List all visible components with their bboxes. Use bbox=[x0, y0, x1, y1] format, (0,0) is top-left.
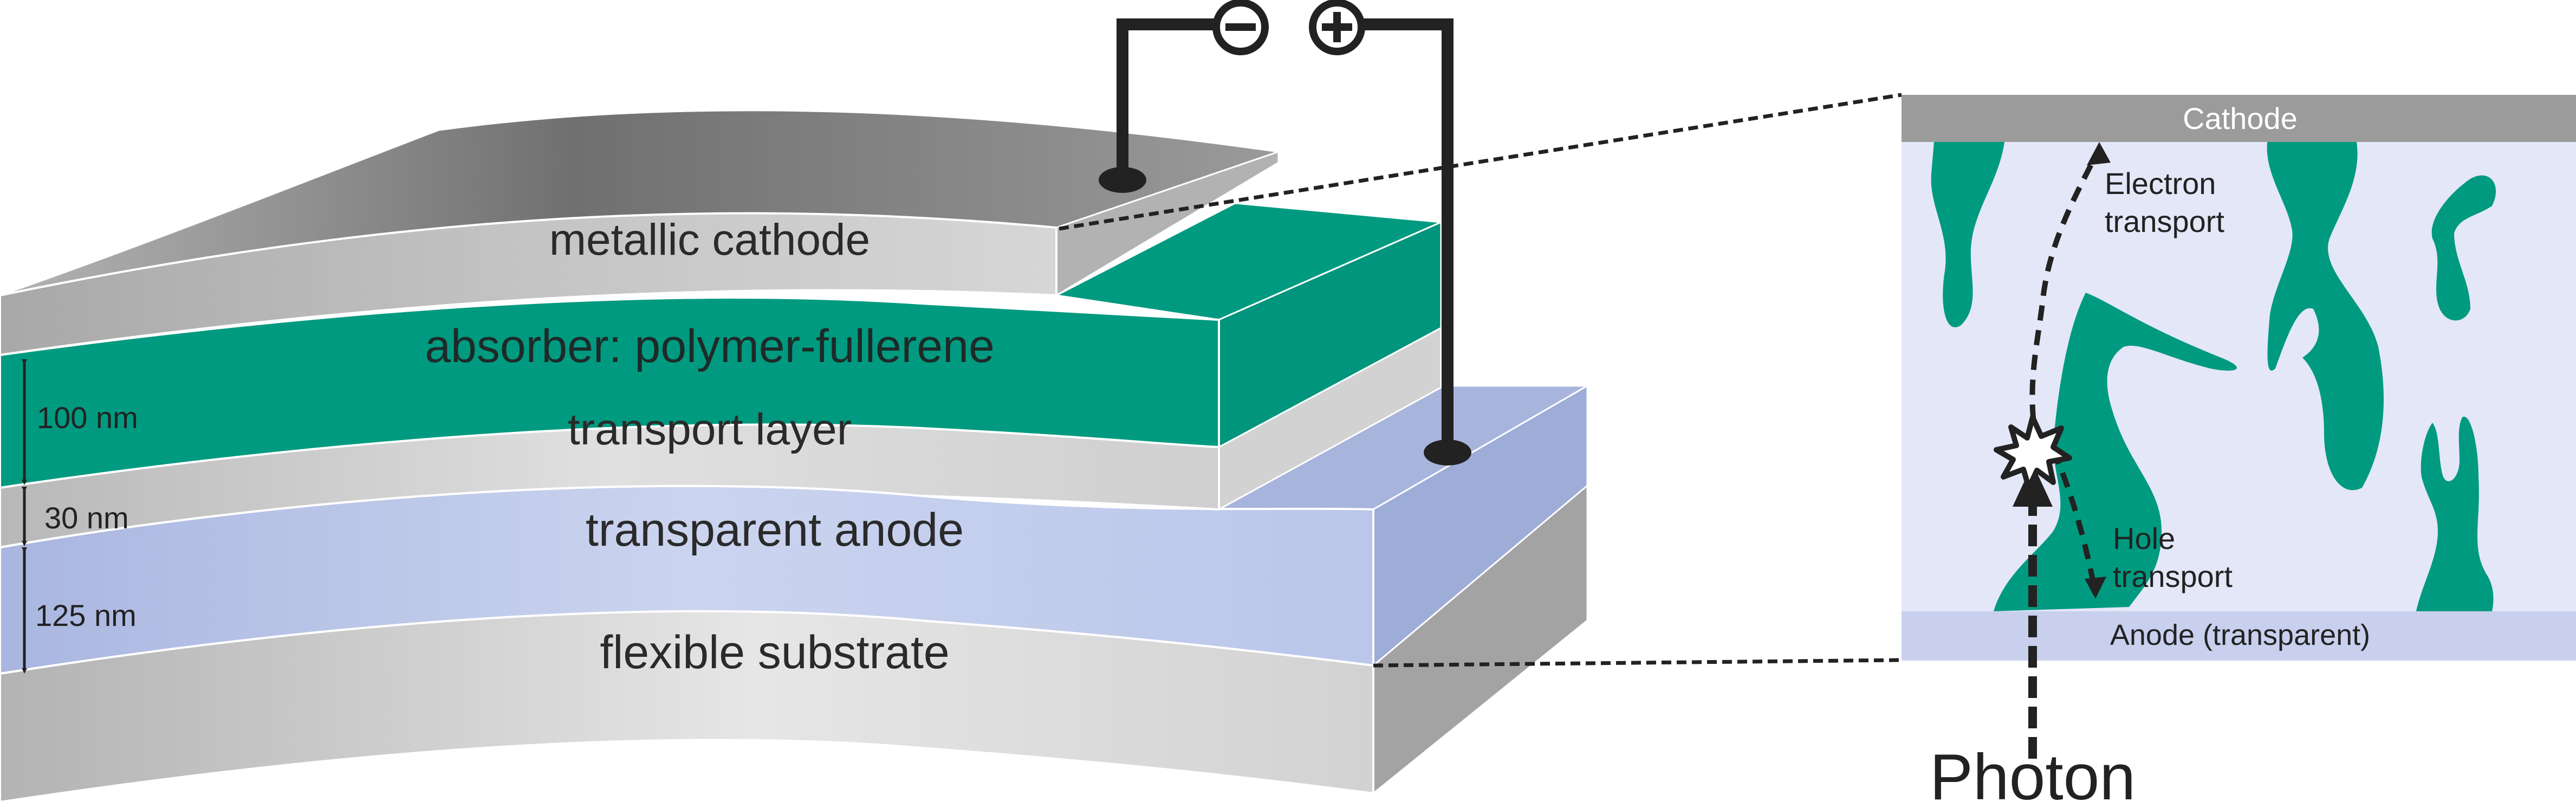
inset-panel: Cathode Anode (transparent) Electron tra… bbox=[1902, 95, 2576, 759]
anode-label: transparent anode bbox=[586, 504, 964, 556]
zoom-connector-bottom bbox=[1373, 658, 1902, 668]
polymer-domains bbox=[1931, 142, 2496, 611]
hole-arrowhead bbox=[2085, 577, 2106, 599]
inset-anode-band bbox=[1902, 611, 2576, 660]
substrate-label: flexible substrate bbox=[600, 626, 949, 678]
cathode-front bbox=[0, 212, 1057, 357]
electron-transport-label-line1: Electron bbox=[2105, 166, 2216, 201]
transport-thickness-label: 30 nm bbox=[44, 501, 129, 535]
photon-label: Photon bbox=[1930, 741, 2136, 808]
hole-transport-label-line1: Hole bbox=[2113, 521, 2175, 555]
negative-wire bbox=[1117, 18, 1216, 179]
positive-wire bbox=[1362, 18, 1454, 453]
absorber-thickness-label: 100 nm bbox=[37, 400, 138, 435]
zoom-connector-top bbox=[1059, 93, 1902, 231]
hole-transport-label-line2: transport bbox=[2113, 559, 2233, 593]
cathode-contact bbox=[1099, 167, 1146, 193]
electron-transport-label-line2: transport bbox=[2105, 204, 2224, 238]
inset-cathode-band bbox=[1902, 95, 2576, 142]
electron-transport-path bbox=[2029, 147, 2102, 445]
absorber-label: absorber: polymer-fullerene bbox=[425, 320, 995, 372]
anode-thickness-label: 125 nm bbox=[35, 598, 137, 632]
exciton-star-icon bbox=[1994, 415, 2072, 490]
inset-cathode-label: Cathode bbox=[2183, 101, 2298, 135]
cathode-label: metallic cathode bbox=[549, 215, 871, 264]
inset-anode-label: Anode (transparent) bbox=[2110, 619, 2370, 651]
anode-contact bbox=[1424, 439, 1471, 466]
negative-terminal-icon bbox=[1212, 0, 1269, 55]
absorber-front bbox=[0, 296, 1220, 489]
positive-terminal-icon bbox=[1309, 0, 1365, 55]
electron-arrowhead bbox=[2087, 142, 2111, 165]
transport-label: transport layer bbox=[568, 405, 852, 454]
